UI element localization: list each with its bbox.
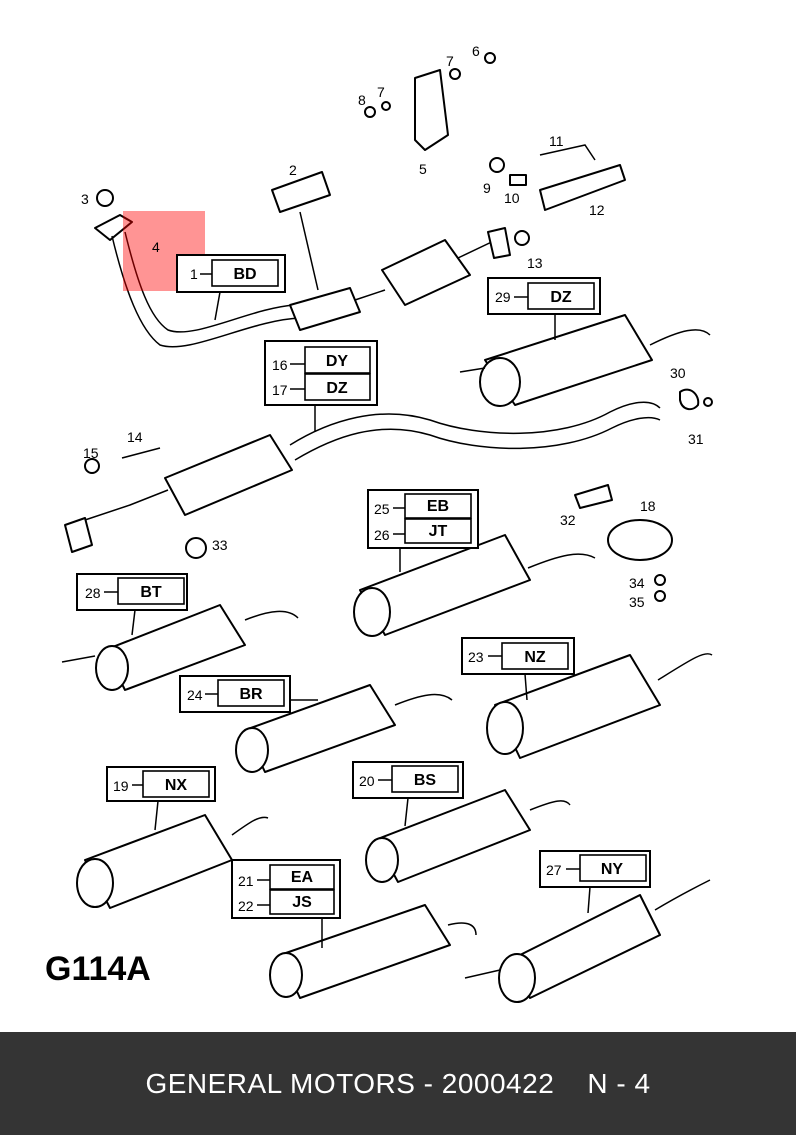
callout-br: 24 BR (179, 675, 318, 713)
rear-silencer-nx (76, 814, 269, 909)
rear-silencer-ea-js (269, 904, 477, 999)
callout-ny: 27 NY (539, 850, 651, 914)
callout-num: 28 (85, 585, 101, 601)
callout-num: 22 (238, 898, 254, 914)
part-number: 3 (81, 191, 89, 207)
callout-code: EA (291, 869, 314, 886)
part-number: 10 (504, 190, 520, 206)
callout-code: BT (140, 584, 162, 601)
flex-pipe-2 (271, 171, 331, 291)
callout-num: 27 (546, 862, 562, 878)
callout-nx: 19 NX (106, 766, 216, 831)
part-number: 8 (358, 92, 366, 108)
callout-num: 1 (190, 266, 198, 282)
rear-silencer-bt (61, 604, 299, 691)
callout-code: EB (427, 498, 449, 515)
callout-code: BS (414, 772, 437, 789)
part-number: 32 (560, 512, 576, 528)
part-number: 4 (152, 239, 160, 255)
part-number: 9 (483, 180, 491, 196)
heat-shield-5 (414, 69, 449, 151)
callout-num: 20 (359, 773, 375, 789)
part-number: 14 (127, 429, 143, 445)
callout-dy-dz: 16 17 DY DZ (264, 340, 378, 432)
part-number: 33 (212, 537, 228, 553)
part-number: 31 (688, 431, 704, 447)
callout-num: 25 (374, 501, 390, 517)
part-number: 13 (527, 255, 543, 271)
callout-code: DY (326, 353, 349, 370)
part-number: 15 (83, 445, 99, 461)
small-parts (84, 52, 713, 602)
footer-text: GENERAL MOTORS - 2000422 N - 4 (145, 1067, 651, 1099)
part-number: 34 (629, 575, 645, 591)
rear-silencer-eb-jt (353, 534, 596, 637)
callout-code: BD (233, 266, 256, 283)
part-number: 35 (629, 594, 645, 610)
rear-silencer-ny (464, 879, 711, 1003)
callout-num: 16 (272, 357, 288, 373)
callout-bd: 1 BD (176, 254, 286, 321)
callout-code: JT (429, 523, 448, 540)
part-number: 7 (446, 53, 454, 69)
diagram-code: G114A (45, 950, 151, 988)
part-number: 7 (377, 84, 385, 100)
part-number: 18 (640, 498, 656, 514)
bracket-12 (539, 144, 626, 211)
part-number: 12 (589, 202, 605, 218)
callout-num: 29 (495, 289, 511, 305)
callout-code: NZ (524, 649, 546, 666)
callout-num: 19 (113, 778, 129, 794)
callout-num: 26 (374, 527, 390, 543)
part-number: 6 (472, 43, 480, 59)
callout-eb-jt: 25 26 EB JT (367, 489, 479, 572)
catalytic-converter (289, 227, 511, 331)
middle-silencer (64, 401, 661, 553)
part-number: 2 (289, 162, 297, 178)
callout-code: JS (292, 894, 312, 911)
exhaust-system-diagram: 1 BD 29 DZ 16 17 DY DZ 25 26 EB JT (45, 43, 713, 1003)
callout-nz: 23 NZ (461, 637, 575, 701)
callout-code: NY (601, 861, 624, 878)
rear-silencer-dz (459, 314, 711, 407)
part-number: 30 (670, 365, 686, 381)
footer-bar: GENERAL MOTORS - 2000422 N - 4 (0, 1032, 796, 1135)
part-number: 5 (419, 161, 427, 177)
rear-silencer-nz (486, 653, 713, 759)
callout-bt: 28 BT (76, 573, 188, 636)
callout-dz-29: 29 DZ (487, 277, 601, 340)
rear-silencer-br (235, 684, 453, 773)
callout-num: 24 (187, 687, 203, 703)
callout-bs: 20 BS (352, 761, 464, 827)
front-pipe (94, 214, 301, 348)
callout-code: DZ (550, 289, 572, 306)
callout-code: BR (239, 686, 263, 703)
callout-ea-js: 21 EA 22 EA JS (231, 859, 341, 948)
part-number-labels: 2 3 4 5 6 7 7 8 9 10 11 12 13 14 15 18 3… (81, 43, 704, 610)
callout-num: 17 (272, 382, 288, 398)
rear-silencer-bs (365, 789, 571, 883)
part-number: 11 (549, 133, 564, 149)
callout-code: DZ (326, 380, 348, 397)
callout-code: NX (165, 777, 188, 794)
callout-num: 23 (468, 649, 484, 665)
callout-num: 21 (238, 873, 254, 889)
